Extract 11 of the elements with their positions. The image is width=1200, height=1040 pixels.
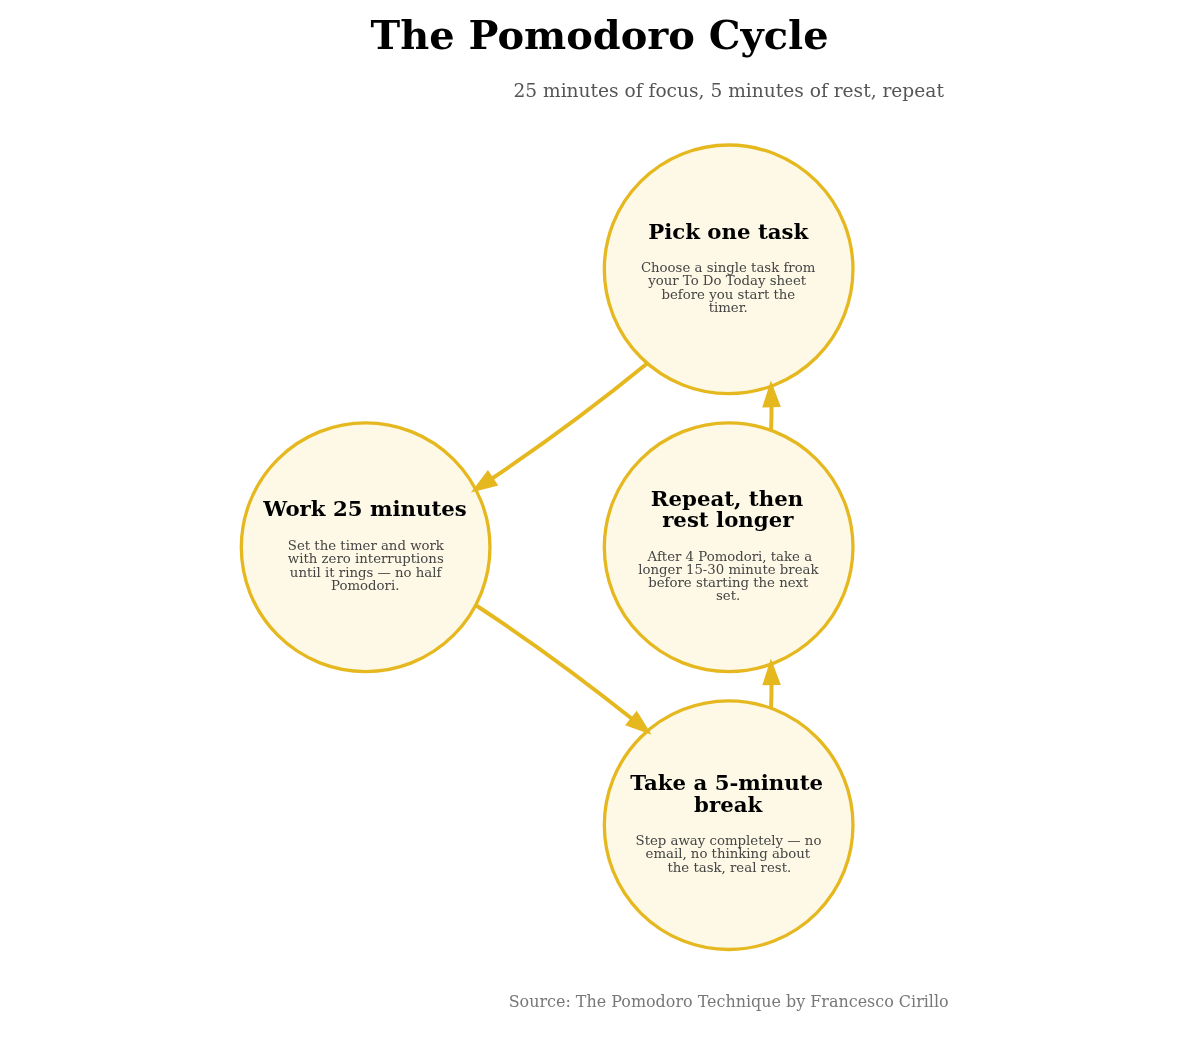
diagram-title: The Pomodoro Cycle <box>370 12 829 59</box>
arrow <box>762 658 781 709</box>
label: 25 minutes of focus, 5 minutes of rest, repeat <box>513 79 944 101</box>
caption: Source: The Pomodoro Technique by Francesco Cirillo <box>508 991 949 1011</box>
arrow <box>474 603 652 735</box>
node-circle: Repeat, then rest longer After 4 Pomodori, take a longer 15-30 minute break before starting the next set. <box>602 421 855 674</box>
node-circle: Pick one task Choose a single task from your To Do Today sheet before you start the timer. <box>602 143 855 396</box>
arrow <box>762 380 781 431</box>
node-circle: Work 25 minutes Set the timer and work with zero interruptions until it rings — no half Pomodori. <box>239 421 492 674</box>
arrow <box>470 361 649 493</box>
node-circle: Take a 5-minute break Step away completely — no email, no thinking about the task, real rest. <box>602 699 855 952</box>
